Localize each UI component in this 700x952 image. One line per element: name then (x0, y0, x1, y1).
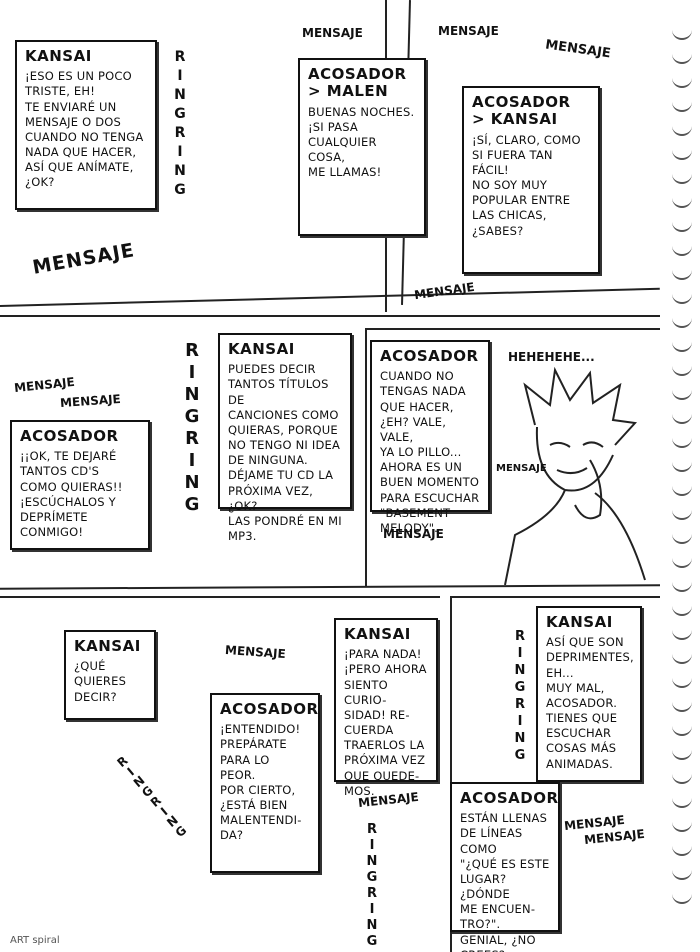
sender-name: KANSAI (546, 613, 613, 631)
spiral-coil (672, 30, 692, 40)
panel-border (365, 328, 367, 586)
message-text: ¿QUÉ QUIERES DECIR? (74, 659, 127, 704)
sfx-mensaje: MENSAJE (544, 37, 612, 62)
spiral-coil (672, 822, 692, 832)
spiral-coil (672, 78, 692, 88)
message-text: CUANDO NO TENGAS NADA QUE HACER, ¿EH? VA… (380, 369, 480, 535)
spiral-coil (672, 414, 692, 424)
sender-name: ACOSADOR (20, 427, 119, 445)
spiral-coil (672, 342, 692, 352)
panel-border (0, 287, 660, 307)
spiral-coil (672, 174, 692, 184)
sender-name: ACOSADOR (380, 347, 479, 365)
spiral-coil (672, 390, 692, 400)
kansai-message-bubble: KANSAI ¡PARA NADA! ¡PERO AHORA SIENTO CU… (334, 618, 438, 798)
message-text: ¡ESO ES UN POCO TRISTE, EH! TE ENVIARÉ U… (25, 69, 144, 190)
spiral-coil (672, 270, 692, 280)
panel-border (365, 328, 660, 330)
message-text: BUENAS NOCHES. ¡SI PASA CUALQUIER COSA, … (308, 104, 415, 180)
acosador-message-bubble: ACOSADOR ¡¡OK, TE DEJARÉ TANTOS CD'S COM… (10, 420, 150, 550)
acosador-message-bubble: ACOSADOR ¡ENTENDIDO! PREPÁRATE PARA LO P… (210, 693, 320, 873)
sender-name: KANSAI (344, 625, 411, 643)
spiral-coil (672, 126, 692, 136)
kansai-message-bubble: KANSAI ASÍ QUE SON DEPRIMENTES, EH... MU… (536, 606, 642, 782)
character-illustration (504, 366, 646, 585)
notebook-spiral (668, 30, 692, 932)
spiral-coil (672, 702, 692, 712)
sfx-mensaje: MENSAJE (59, 391, 122, 411)
laugh-text: HEHEHEHE... (508, 350, 595, 364)
spiral-coil (672, 198, 692, 208)
sfx-mensaje: MENSAJE (13, 374, 76, 396)
spiral-coil (672, 750, 692, 760)
spiral-coil (672, 894, 692, 904)
sfx-mensaje: MENSAJE (496, 463, 547, 474)
sfx-mensaje: MENSAJE (224, 642, 287, 662)
sender-name: KANSAI (228, 340, 295, 358)
spiral-coil (672, 294, 692, 304)
sfx-mensaje: MENSAJE (413, 279, 476, 303)
message-text: PUEDES DECIR TANTOS TÍTULOS DE CANCIONES… (228, 362, 342, 544)
sender-name: ACOSADOR > MALEN (308, 65, 407, 101)
message-text: ¡ENTENDIDO! PREPÁRATE PARA LO PEOR. POR … (220, 722, 302, 843)
panel-border (0, 315, 660, 317)
sender-name: ACOSADOR (460, 789, 559, 807)
message-text: ¡PARA NADA! ¡PERO AHORA SIENTO CURIO- SI… (344, 647, 427, 798)
spiral-coil (672, 606, 692, 616)
acosador-message-bubble: ACOSADOR CUANDO NO TENGAS NADA QUE HACER… (370, 340, 490, 535)
sender-name: KANSAI (25, 47, 92, 65)
credit-text: ART spiral (10, 935, 60, 946)
spiral-coil (672, 246, 692, 256)
spiral-coil (672, 486, 692, 496)
spiral-coil (672, 798, 692, 808)
acosador-message-bubble: ACOSADOR > MALEN BUENAS NOCHES. ¡SI PASA… (298, 58, 426, 236)
message-text: ¡¡OK, TE DEJARÉ TANTOS CD'S COMO QUIERAS… (20, 449, 123, 540)
spiral-coil (672, 870, 692, 880)
spiral-coil (672, 366, 692, 376)
spiral-coil (672, 54, 692, 64)
acosador-message-bubble: ACOSADOR > KANSAI ¡SÍ, CLARO, COMO SI FU… (462, 86, 600, 274)
kansai-message-bubble: KANSAI ¿QUÉ QUIERES DECIR? (64, 630, 156, 720)
sender-name: ACOSADOR (220, 700, 319, 718)
spiral-coil (672, 222, 692, 232)
panel-border (450, 596, 660, 598)
spiral-coil (672, 150, 692, 160)
spiral-coil (672, 438, 692, 448)
message-text: ASÍ QUE SON DEPRIMENTES, EH... MUY MAL, … (546, 635, 634, 771)
spiral-coil (672, 510, 692, 520)
sfx-mensaje: MENSAJE (383, 527, 444, 541)
sender-name: KANSAI (74, 637, 141, 655)
spiral-coil (672, 654, 692, 664)
kansai-message-bubble: KANSAI PUEDES DECIR TANTOS TÍTULOS DE CA… (218, 333, 352, 543)
spiral-coil (672, 582, 692, 592)
panel-border (0, 596, 440, 598)
sfx-mensaje: MENSAJE (302, 26, 363, 40)
acosador-message-bubble: ACOSADOR ESTÁN LLENAS DE LÍNEAS COMO "¿Q… (450, 782, 560, 952)
spiral-coil (672, 102, 692, 112)
message-text: ESTÁN LLENAS DE LÍNEAS COMO "¿QUÉ ES EST… (460, 811, 550, 952)
spiral-coil (672, 558, 692, 568)
spiral-coil (672, 846, 692, 856)
sfx-mensaje: MENSAJE (30, 239, 137, 279)
sfx-mensaje: MENSAJE (438, 24, 499, 38)
message-text: ¡SÍ, CLARO, COMO SI FUERA TAN FÁCIL! NO … (472, 132, 581, 238)
spiral-coil (672, 462, 692, 472)
spiral-coil (672, 678, 692, 688)
spiral-coil (672, 774, 692, 784)
spiral-coil (672, 726, 692, 736)
sender-name: ACOSADOR > KANSAI (472, 93, 571, 129)
panel-border (0, 584, 661, 590)
spiral-coil (672, 630, 692, 640)
panel-border (450, 596, 452, 952)
spiral-coil (672, 318, 692, 328)
spiral-coil (672, 534, 692, 544)
kansai-message-bubble: KANSAI ¡ESO ES UN POCO TRISTE, EH! TE EN… (15, 40, 157, 210)
